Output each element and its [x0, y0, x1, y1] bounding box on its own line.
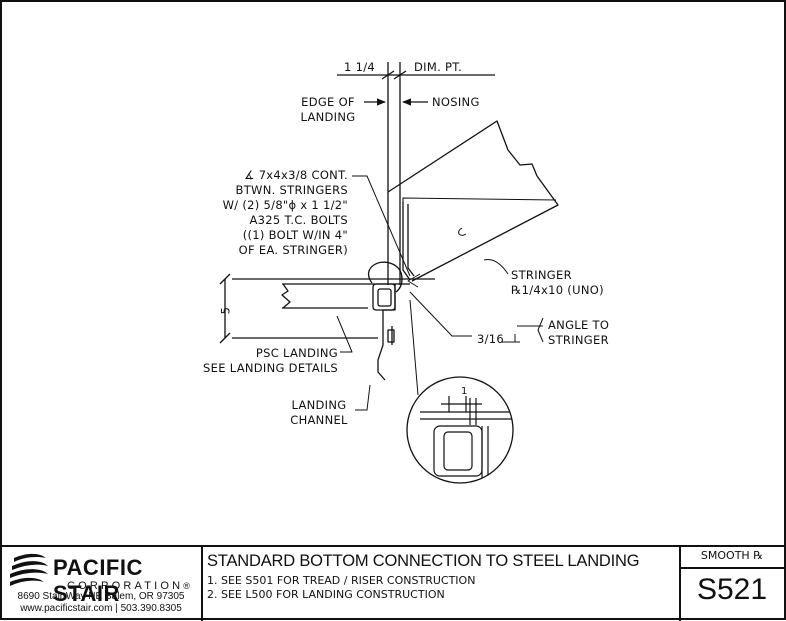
weld-size-label: 3/16: [477, 332, 505, 346]
stringer: [387, 120, 559, 285]
company-corporation: CORPORATION®: [67, 580, 190, 592]
edge-label-line1: EDGE OF: [301, 95, 355, 109]
weld-note-line1: ANGLE TO: [548, 318, 610, 332]
corporation-text: CORPORATION: [67, 580, 184, 592]
angle-callout-line2: BTWN. STRINGERS: [235, 183, 348, 197]
weld-note: ANGLE TO STRINGER: [548, 318, 609, 348]
angle-callout-line3: W/ (2) 5/8"ɸ x 1 1/2": [222, 198, 348, 212]
landing-channel: [368, 261, 410, 381]
psc-landing-label: PSC LANDING SEE LANDING DETAILS: [190, 346, 338, 376]
note-1: 1. SEE S501 FOR TREAD / RISER CONSTRUCTI…: [207, 574, 476, 587]
note-2: 2. SEE L500 FOR LANDING CONSTRUCTION: [207, 588, 445, 601]
title-block: PACIFIC STAIR CORPORATION® 8690 Stair Wa…: [1, 545, 785, 621]
stringer-label-line1: STRINGER: [511, 268, 572, 282]
angle-callout-line1: ∡ 7x4x3/8 CONT.: [244, 168, 348, 182]
leaders: [336, 175, 544, 411]
sheet-title: STANDARD BOTTOM CONNECTION TO STEEL LAND…: [207, 552, 640, 570]
psc-label-line2: SEE LANDING DETAILS: [203, 361, 338, 375]
top-dimension: [337, 62, 495, 80]
weld-note-line2: STRINGER: [548, 333, 609, 347]
notes-block: STANDARD BOTTOM CONNECTION TO STEEL LAND…: [201, 547, 681, 621]
sheet-number: S521: [696, 573, 768, 606]
trademark-mark: ®: [183, 581, 190, 591]
dim-point-label: DIM. PT.: [414, 60, 463, 74]
sheet-id-block: SMOOTH ℞ S521: [679, 547, 785, 621]
dimension-label: 1 1/4: [344, 60, 375, 74]
edge-of-landing-label: EDGE OF LANDING: [293, 95, 363, 125]
psc-label-line1: PSC LANDING: [255, 346, 338, 360]
detail-dimension-label: 1: [461, 386, 468, 397]
company-block: PACIFIC STAIR CORPORATION® 8690 Stair Wa…: [1, 547, 203, 621]
channel-label-line2: CHANNEL: [290, 413, 348, 427]
landing-channel-label: LANDING CHANNEL: [284, 398, 354, 428]
vertical-dimension-label: 5: [218, 306, 233, 315]
nosing-label: NOSING: [432, 95, 480, 109]
company-name: PACIFIC STAIR: [53, 555, 143, 606]
stringer-label: STRINGER ℞1/4x10 (UNO): [511, 268, 604, 298]
angle-callout-line4: A325 T.C. BOLTS: [249, 213, 348, 227]
psc-landing: [219, 273, 435, 344]
channel-label-line1: LANDING: [291, 398, 347, 412]
detail-circle: [406, 376, 514, 484]
edge-label-line2: LANDING: [300, 110, 356, 124]
angle-callout-line5: ((1) BOLT W/IN 4": [242, 228, 348, 242]
company-web-phone: www.pacificstair.com | 503.390.8305: [20, 603, 182, 614]
company-address: 8690 Stair Way NE Salem, OR 97305: [17, 591, 185, 602]
id-divider: [679, 567, 785, 569]
stringer-label-line2: ℞1/4x10 (UNO): [511, 283, 604, 297]
angle-callout: ∡ 7x4x3/8 CONT. BTWN. STRINGERS W/ (2) 5…: [200, 168, 348, 258]
finish-label: SMOOTH ℞: [700, 549, 764, 562]
logo-mark: [10, 553, 48, 586]
angle-callout-line6: OF EA. STRINGER): [238, 243, 348, 257]
